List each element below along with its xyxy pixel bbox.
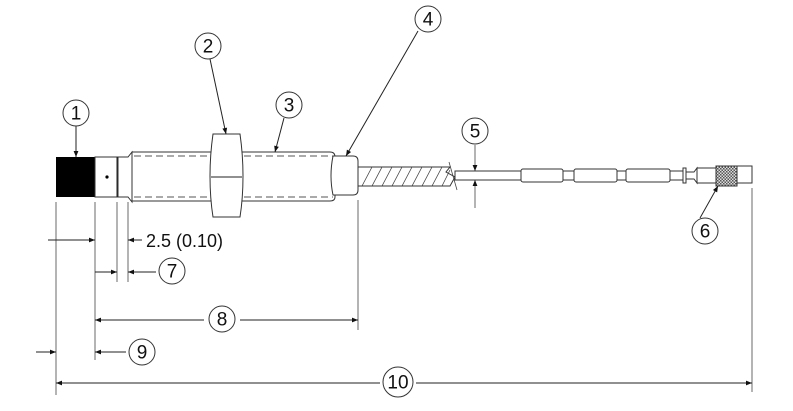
svg-text:6: 6 (700, 222, 711, 243)
dimension-label: 2.5 (0.10) (146, 231, 223, 251)
balloon-4: 4 (414, 5, 442, 33)
balloon-9: 9 (128, 338, 156, 366)
svg-text:8: 8 (217, 310, 228, 331)
extension-lines (55, 145, 753, 395)
leader-lines (73, 30, 719, 219)
connector (682, 165, 753, 187)
balloon-5: 5 (461, 117, 489, 145)
dimension-lines (36, 237, 752, 386)
cable (454, 168, 686, 183)
hex-nut (209, 133, 244, 218)
balloon-3: 3 (275, 91, 303, 119)
balloon-7: 7 (158, 257, 186, 285)
svg-text:1: 1 (71, 104, 82, 125)
balloon-10: 10 (382, 366, 414, 398)
svg-text:4: 4 (423, 10, 434, 31)
balloon-8: 8 (208, 305, 236, 333)
cable-strain-relief (330, 155, 359, 196)
svg-text:3: 3 (284, 96, 295, 117)
armored-cable (357, 161, 458, 191)
balloon-1: 1 (62, 99, 90, 127)
svg-text:5: 5 (470, 122, 481, 143)
svg-text:2: 2 (203, 37, 214, 58)
svg-text:10: 10 (387, 373, 408, 394)
balloon-2: 2 (194, 32, 222, 60)
balloon-6: 6 (691, 217, 719, 245)
svg-text:7: 7 (167, 262, 178, 283)
sensor-tip (56, 150, 133, 204)
svg-text:9: 9 (137, 343, 148, 364)
